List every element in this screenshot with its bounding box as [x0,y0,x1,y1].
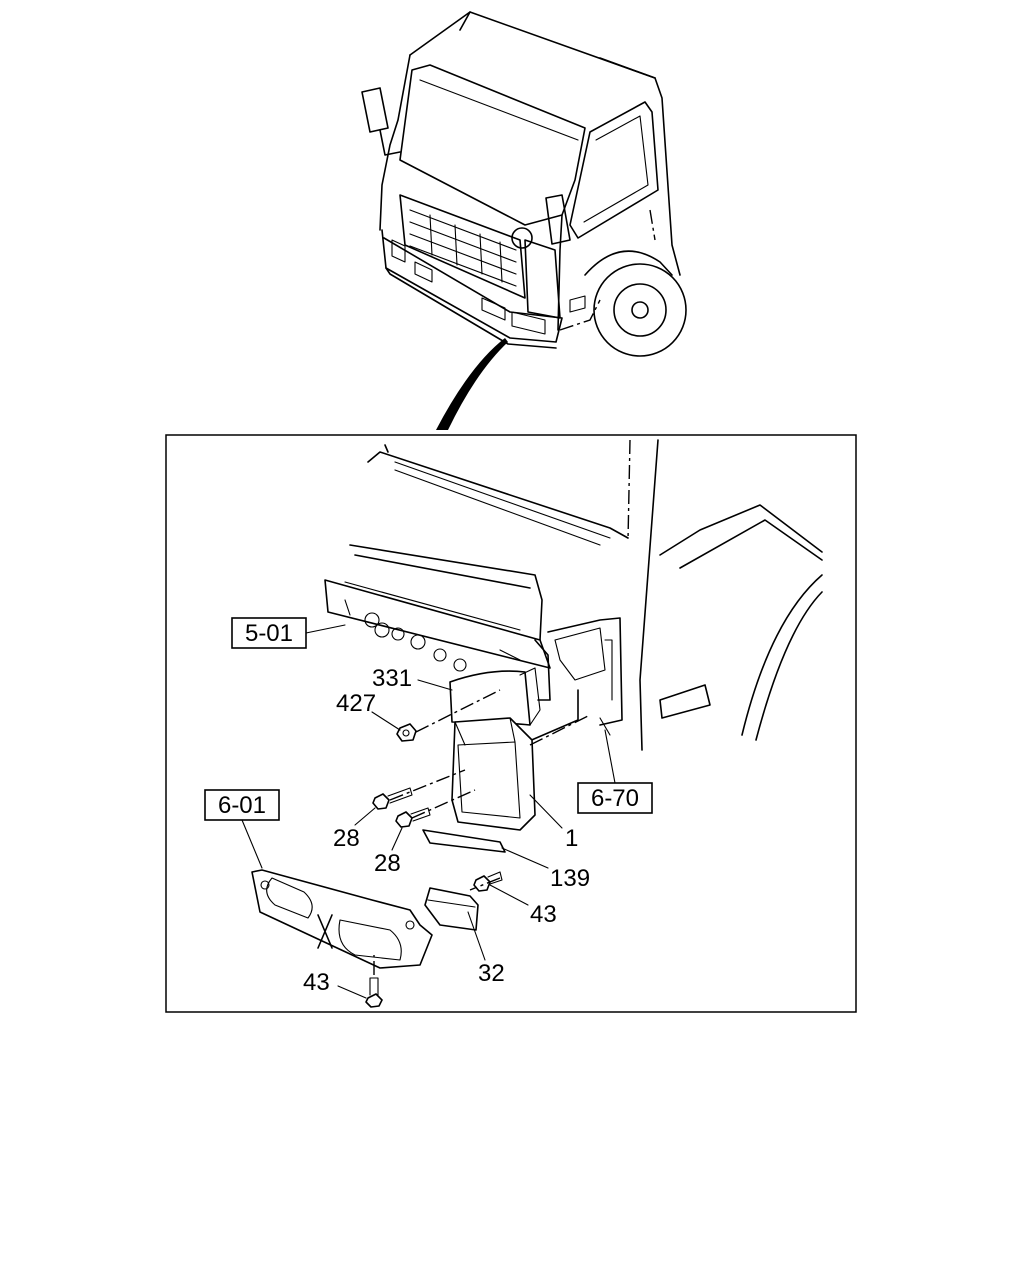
callout-label-1: 1 [565,825,578,852]
callout-label-331: 331 [372,665,412,692]
bolt-28a [372,787,413,810]
bolt-427 [396,723,417,742]
callout-28-lower[interactable]: 28 [374,827,403,877]
callout-28-upper[interactable]: 28 [333,807,376,852]
bolt-43a [473,871,503,892]
callout-43-lower[interactable]: 43 [303,969,367,999]
callout-139[interactable]: 139 [501,847,590,892]
callout-32[interactable]: 32 [467,911,505,987]
callout-label-28-upper: 28 [333,825,360,852]
cab-front-detail [251,439,823,1008]
reference-box-6-70[interactable]: 6-70 [577,729,653,814]
reference-label-6-01: 6-01 [218,792,266,819]
callout-331[interactable]: 331 [372,665,453,692]
callout-label-139: 139 [550,865,590,892]
callout-label-43-lower: 43 [303,969,330,996]
reference-box-6-01[interactable]: 6-01 [204,789,280,869]
callout-43-upper[interactable]: 43 [489,884,557,928]
reference-label-6-70: 6-70 [591,785,639,812]
callout-label-32: 32 [478,960,505,987]
truck-overview-illustration [361,11,687,430]
bolt-43b [365,977,383,1008]
reference-label-5-01: 5-01 [245,620,293,647]
bolt-28b [395,807,431,828]
reference-box-5-01[interactable]: 5-01 [231,617,346,649]
detail-view-frame [165,434,857,1013]
callout-label-28-lower: 28 [374,850,401,877]
callout-label-43-upper: 43 [530,901,557,928]
callout-1[interactable]: 1 [529,794,578,852]
callout-label-427: 427 [336,690,376,717]
callout-427[interactable]: 427 [336,690,401,731]
